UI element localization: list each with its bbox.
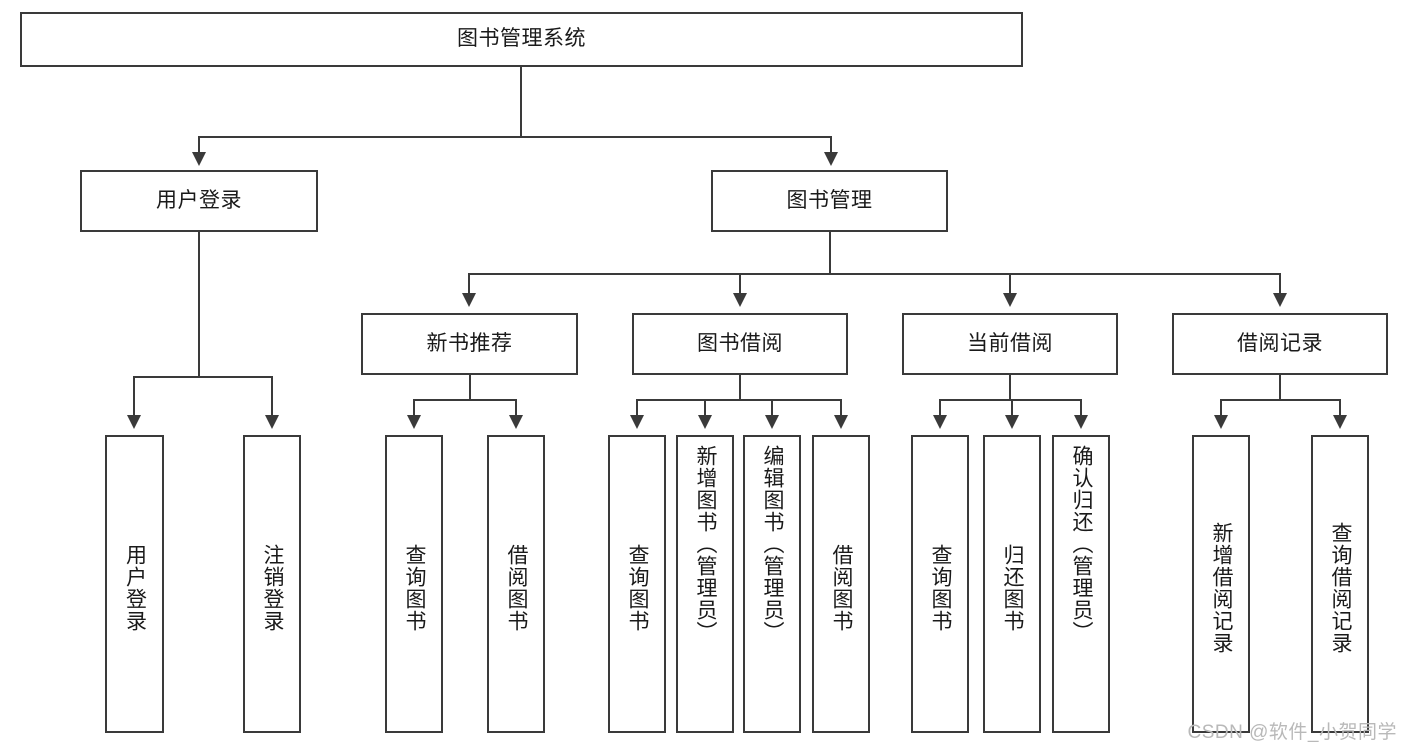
node-book-management[interactable]: 图书管理	[711, 170, 948, 232]
arrow-to-leaf-query-book-3	[933, 415, 947, 429]
node-label: 图书管理	[786, 188, 873, 212]
connector-bookborrow-drop-2	[704, 399, 706, 417]
arrow-to-leaf-edit-book	[765, 415, 779, 429]
node-label: 借阅图书	[505, 544, 529, 632]
leaf-query-borrow-record[interactable]: 查询借阅记录	[1311, 435, 1369, 733]
connector-currentborrow-drop-3	[1080, 399, 1082, 417]
node-root-system[interactable]: 图书管理系统	[20, 12, 1023, 67]
connector-borrowrecord-bus	[1220, 399, 1340, 401]
node-label: 注销登录	[261, 544, 285, 632]
connector-userlogin-stem	[198, 232, 200, 377]
connector-currentborrow-drop-2	[1011, 399, 1013, 417]
arrow-to-new-book-rec	[462, 293, 476, 307]
leaf-query-book-newbook[interactable]: 查询图书	[385, 435, 443, 733]
leaf-logout[interactable]: 注销登录	[243, 435, 301, 733]
connector-bookborrow-bus	[636, 399, 841, 401]
arrow-to-leaf-user-login	[127, 415, 141, 429]
node-label: 编辑图书（管理员）	[761, 445, 785, 643]
arrow-to-leaf-confirm-return	[1074, 415, 1088, 429]
connector-bookmanage-drop-4	[1279, 273, 1281, 295]
arrow-to-leaf-logout	[265, 415, 279, 429]
node-label: 借阅图书	[830, 544, 854, 632]
node-label: 查询借阅记录	[1329, 522, 1353, 654]
connector-newbook-stem	[469, 375, 471, 400]
node-label: 当前借阅	[967, 331, 1053, 355]
leaf-user-login[interactable]: 用户登录	[105, 435, 164, 733]
arrow-to-leaf-query-book-1	[407, 415, 421, 429]
node-user-login[interactable]: 用户登录	[80, 170, 318, 232]
node-label: 查询图书	[626, 544, 650, 632]
node-borrow-record[interactable]: 借阅记录	[1172, 313, 1388, 375]
connector-bookmanage-drop-3	[1009, 273, 1011, 295]
arrow-to-leaf-add-book	[698, 415, 712, 429]
node-label: 新增借阅记录	[1210, 522, 1234, 654]
leaf-borrow-book-newbook[interactable]: 借阅图书	[487, 435, 545, 733]
connector-userlogin-drop-1	[133, 376, 135, 417]
connector-newbook-drop-2	[515, 399, 517, 417]
connector-bookborrow-drop-4	[840, 399, 842, 417]
arrow-to-book-borrow	[733, 293, 747, 307]
leaf-add-book-admin[interactable]: 新增图书（管理员）	[676, 435, 734, 733]
arrow-to-leaf-add-record	[1214, 415, 1228, 429]
node-label: 借阅记录	[1237, 331, 1323, 355]
connector-newbook-drop-1	[413, 399, 415, 417]
connector-userlogin-bus	[133, 376, 271, 378]
connector-currentborrow-drop-1	[939, 399, 941, 417]
arrow-to-leaf-return-book	[1005, 415, 1019, 429]
node-label: 确认归还（管理员）	[1070, 445, 1094, 643]
leaf-edit-book-admin[interactable]: 编辑图书（管理员）	[743, 435, 801, 733]
arrow-to-leaf-borrow-book-2	[834, 415, 848, 429]
node-current-borrow[interactable]: 当前借阅	[902, 313, 1118, 375]
connector-bookmanage-drop-1	[468, 273, 470, 295]
leaf-borrow-book[interactable]: 借阅图书	[812, 435, 870, 733]
connector-userlogin-drop-2	[271, 376, 273, 417]
connector-borrowrecord-drop-2	[1339, 399, 1341, 417]
node-label: 用户登录	[123, 544, 147, 632]
connector-root-drop-1	[198, 136, 200, 154]
connector-root-bus	[198, 136, 832, 138]
connector-currentborrow-stem	[1009, 375, 1011, 400]
node-label: 图书借阅	[697, 331, 783, 355]
connector-borrowrecord-stem	[1279, 375, 1281, 400]
arrow-to-book-manage	[824, 152, 838, 166]
connector-bookmanage-bus	[468, 273, 1280, 275]
leaf-return-book[interactable]: 归还图书	[983, 435, 1041, 733]
arrow-to-current-borrow	[1003, 293, 1017, 307]
arrow-to-leaf-borrow-book-1	[509, 415, 523, 429]
arrow-to-user-login	[192, 152, 206, 166]
connector-bookborrow-drop-3	[771, 399, 773, 417]
leaf-query-book-borrow[interactable]: 查询图书	[608, 435, 666, 733]
node-label: 用户登录	[156, 188, 242, 212]
node-label: 新增图书（管理员）	[694, 445, 718, 643]
connector-newbook-bus	[413, 399, 515, 401]
node-label: 归还图书	[1001, 544, 1025, 632]
leaf-confirm-return-admin[interactable]: 确认归还（管理员）	[1052, 435, 1110, 733]
csdn-watermark: CSDN @软件_小贺同学	[1187, 722, 1397, 743]
leaf-query-book-current[interactable]: 查询图书	[911, 435, 969, 733]
node-book-borrow[interactable]: 图书借阅	[632, 313, 848, 375]
connector-bookborrow-stem	[739, 375, 741, 400]
arrow-to-borrow-record	[1273, 293, 1287, 307]
leaf-add-borrow-record[interactable]: 新增借阅记录	[1192, 435, 1250, 733]
arrow-to-leaf-query-book-2	[630, 415, 644, 429]
connector-bookmanage-drop-2	[739, 273, 741, 295]
connector-bookborrow-drop-1	[636, 399, 638, 417]
node-label: 图书管理系统	[457, 27, 586, 51]
connector-root-drop-2	[830, 136, 832, 154]
arrow-to-leaf-query-record	[1333, 415, 1347, 429]
node-label: 查询图书	[403, 544, 427, 632]
connector-bookmanage-stem	[829, 232, 831, 274]
connector-root-stem	[520, 67, 522, 137]
node-new-book-recommend[interactable]: 新书推荐	[361, 313, 578, 375]
node-label: 新书推荐	[426, 331, 513, 355]
connector-currentborrow-bus	[939, 399, 1081, 401]
connector-borrowrecord-drop-1	[1220, 399, 1222, 417]
node-label: 查询图书	[929, 544, 953, 632]
